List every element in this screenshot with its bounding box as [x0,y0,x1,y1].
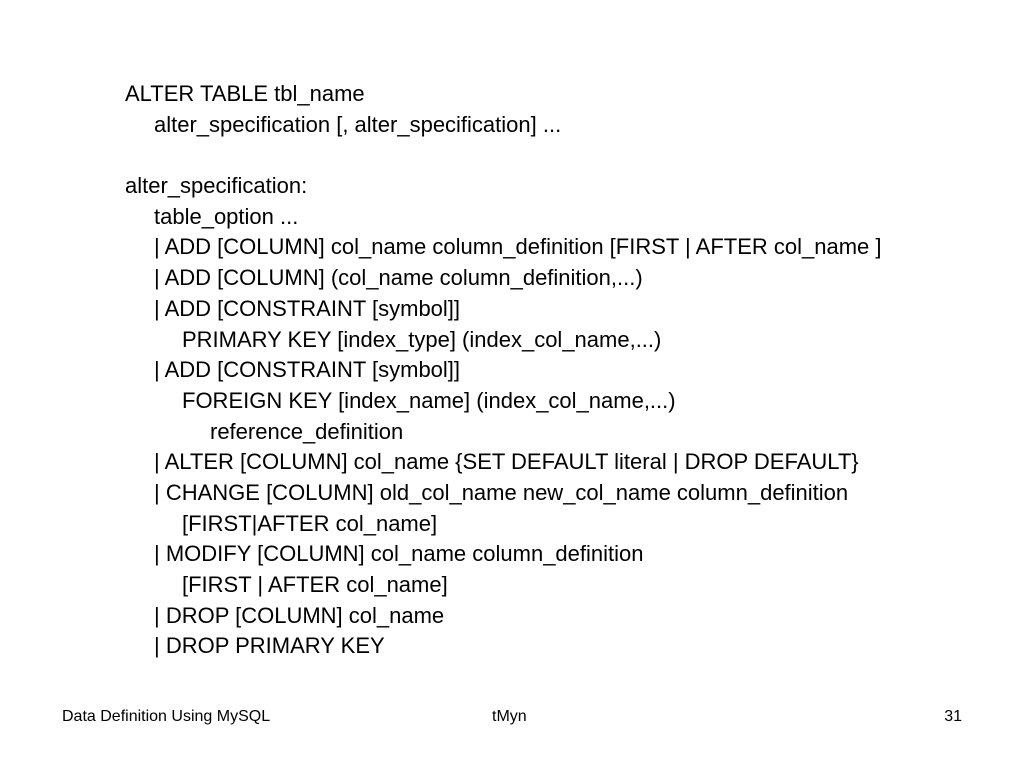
syntax-line: table_option ... [154,203,299,229]
syntax-line: [FIRST | AFTER col_name] [182,572,448,597]
syntax-line: alter_specification [, alter_specificati… [154,111,562,137]
syntax-line: | ADD [CONSTRAINT [symbol]] [154,295,461,321]
syntax-line: FOREIGN KEY [index_name] (index_col_name… [182,387,676,413]
footer-page-number: 31 [944,708,962,725]
footer-presentation-title: Data Definition Using MySQL [62,708,271,725]
footer-author: tMyn [492,708,527,725]
slide-body: ALTER TABLE tbl_name alter_specification… [125,79,1015,662]
syntax-line: [FIRST|AFTER col_name] [182,510,438,536]
syntax-line: reference_definition [210,418,404,444]
syntax-line: | ALTER [COLUMN] col_name {SET DEFAULT l… [154,449,859,475]
syntax-line: alter_specification: [125,173,308,199]
syntax-line: ALTER TABLE tbl_name [125,81,365,106]
syntax-line: | CHANGE [COLUMN] old_col_name new_col_n… [154,479,849,505]
syntax-line: | DROP PRIMARY KEY [154,633,385,659]
blank-line [125,140,1015,171]
syntax-line: | DROP [COLUMN] col_name [154,602,445,628]
syntax-line: PRIMARY KEY [index_type] (index_col_name… [182,326,662,352]
syntax-line: | ADD [COLUMN] (col_name column_definiti… [154,265,643,291]
syntax-line: | ADD [COLUMN] col_name column_definitio… [154,234,882,260]
syntax-line: | ADD [CONSTRAINT [symbol]] [154,357,461,383]
syntax-line: | MODIFY [COLUMN] col_name column_defini… [154,541,644,567]
